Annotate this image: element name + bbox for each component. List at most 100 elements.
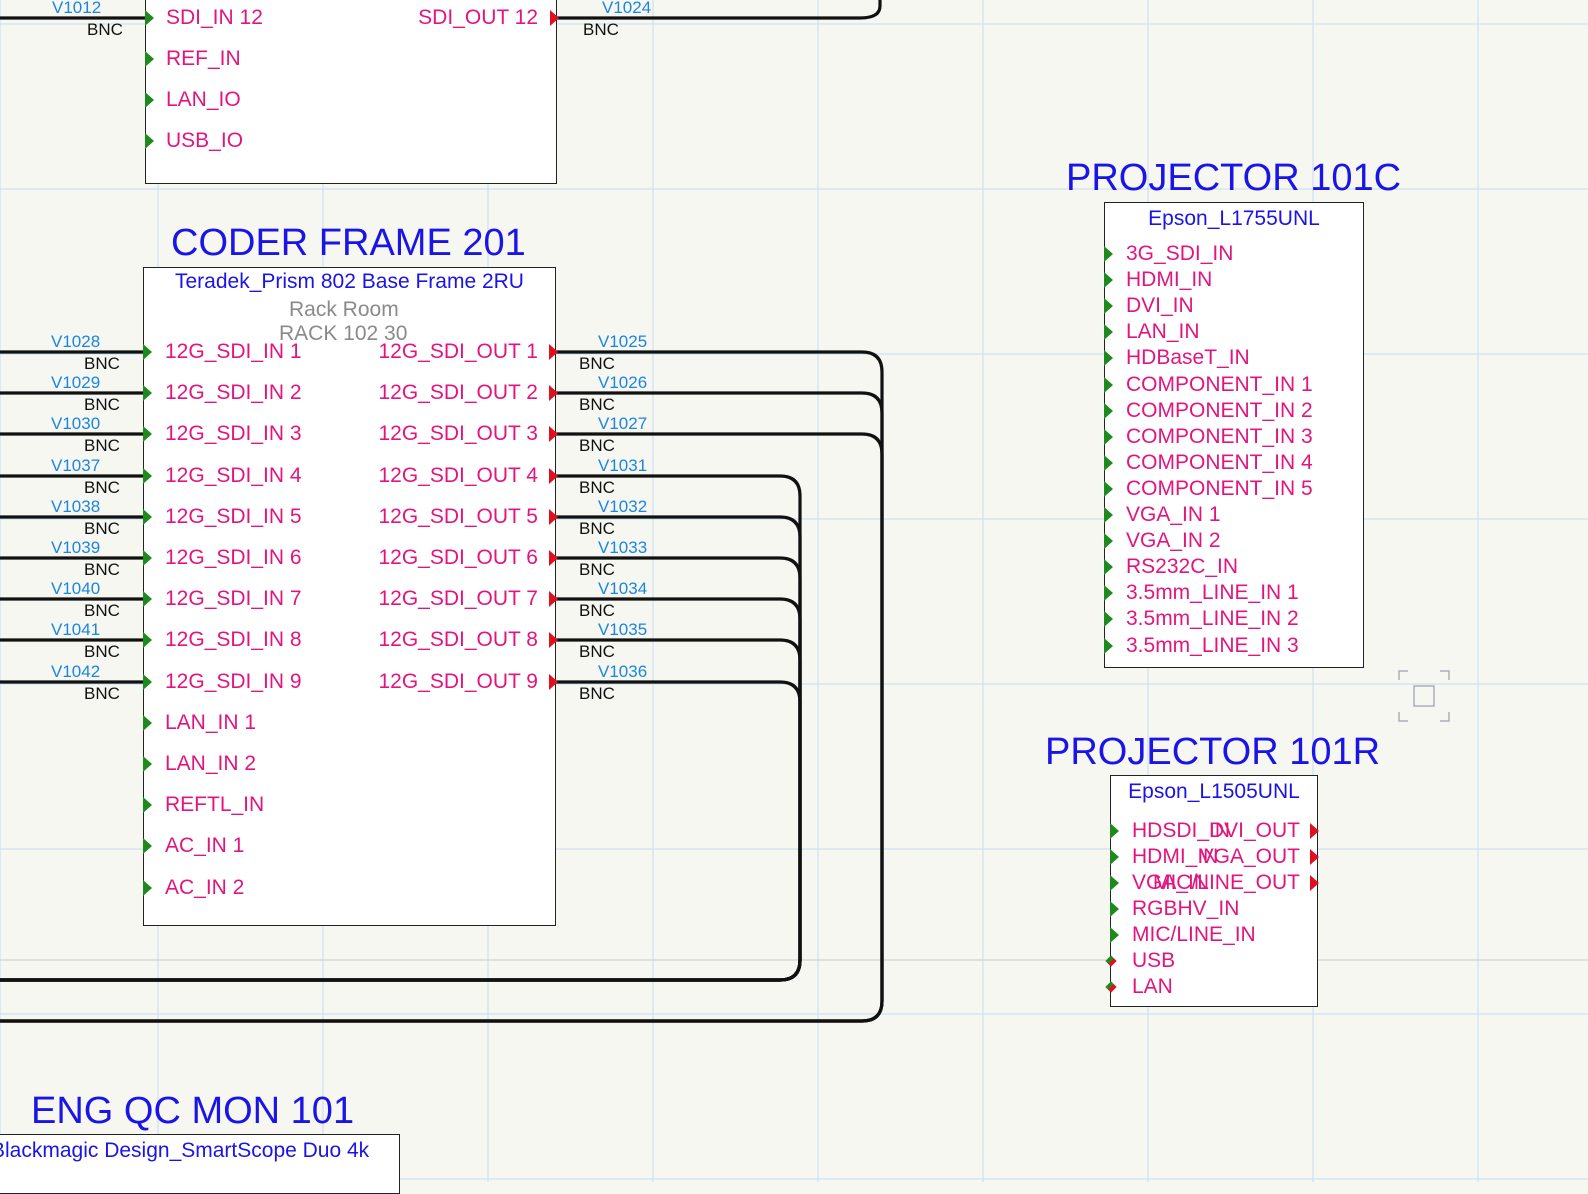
- input-port-arrow[interactable]: [1104, 246, 1113, 262]
- input-port-arrow[interactable]: [1110, 875, 1119, 891]
- input-port-label: 3.5mm_LINE_IN 1: [1126, 581, 1299, 604]
- input-port-arrow[interactable]: [1104, 638, 1113, 654]
- output-port-arrow[interactable]: [549, 344, 558, 360]
- input-port-label: 12G_SDI_IN 3: [165, 422, 302, 445]
- wire-id-label: V1034: [598, 579, 648, 598]
- output-port-arrow[interactable]: [549, 468, 558, 484]
- output-port-arrow[interactable]: [1310, 875, 1319, 891]
- eng-qc-mon-model: Blackmagic Design_SmartScope Duo 4k: [0, 1139, 370, 1162]
- wire[interactable]: [0, 680, 802, 982]
- connector-label: BNC: [579, 478, 615, 497]
- input-port-arrow[interactable]: [1104, 403, 1113, 419]
- input-port-label: 3.5mm_LINE_IN 2: [1126, 607, 1299, 630]
- eng-qc-mon-block[interactable]: Blackmagic Design_SmartScope Duo 4k: [0, 1134, 400, 1194]
- input-port-label: HDBaseT_IN: [1126, 346, 1250, 369]
- output-port-arrow[interactable]: [1310, 849, 1319, 865]
- output-port-arrow[interactable]: [549, 674, 558, 690]
- input-port-arrow[interactable]: [143, 591, 152, 607]
- input-port-arrow[interactable]: [1104, 298, 1113, 314]
- wire-id-label: V1037: [51, 456, 101, 475]
- coder-frame-title: CODER FRAME 201: [171, 222, 526, 264]
- input-port-arrow[interactable]: [143, 838, 152, 854]
- wire[interactable]: [557, 0, 882, 20]
- projector-101c-title: PROJECTOR 101C: [1066, 157, 1402, 199]
- input-port-arrow[interactable]: [143, 797, 152, 813]
- wire-id-label: V1040: [51, 579, 101, 598]
- input-port-label: REFTL_IN: [165, 793, 265, 816]
- wire-id-label: V1033: [598, 538, 648, 557]
- input-port-arrow[interactable]: [1104, 559, 1113, 575]
- input-port-label: 12G_SDI_IN 5: [165, 505, 302, 528]
- input-port-arrow[interactable]: [1104, 350, 1113, 366]
- input-port-arrow[interactable]: [1104, 507, 1113, 523]
- input-port-label: 12G_SDI_IN 7: [165, 587, 302, 610]
- output-port-arrow[interactable]: [549, 509, 558, 525]
- input-port-label: LAN_IN: [1126, 320, 1200, 343]
- output-port-label: 12G_SDI_OUT 6: [378, 546, 538, 569]
- connector-label: BNC: [87, 20, 123, 39]
- input-port-label: SDI_IN 12: [166, 6, 263, 29]
- output-port-arrow[interactable]: [549, 632, 558, 648]
- input-port-arrow[interactable]: [1110, 901, 1119, 917]
- input-port-arrow[interactable]: [143, 344, 152, 360]
- input-port-arrow[interactable]: [1104, 611, 1113, 627]
- input-port-arrow[interactable]: [1104, 455, 1113, 471]
- selection-frame-icon[interactable]: [1398, 670, 1450, 722]
- input-port-arrow[interactable]: [1104, 429, 1113, 445]
- coder-frame-block[interactable]: Teradek_Prism 802 Base Frame 2RU: [143, 267, 556, 926]
- input-port-label: COMPONENT_IN 3: [1126, 425, 1313, 448]
- input-port-label: AC_IN 1: [165, 834, 245, 857]
- input-port-arrow[interactable]: [1104, 481, 1113, 497]
- output-port-arrow[interactable]: [549, 426, 558, 442]
- output-port-arrow[interactable]: [1310, 823, 1319, 839]
- input-port-arrow[interactable]: [143, 550, 152, 566]
- input-port-arrow[interactable]: [145, 92, 154, 108]
- projector-101r-block[interactable]: Epson_L1505UNL: [1110, 775, 1318, 1007]
- output-port-arrow[interactable]: [549, 591, 558, 607]
- input-port-arrow[interactable]: [143, 632, 152, 648]
- input-port-arrow[interactable]: [1104, 324, 1113, 340]
- wire-id-label: V1026: [598, 373, 648, 392]
- input-port-arrow[interactable]: [1104, 585, 1113, 601]
- top-device-block[interactable]: [145, 0, 557, 184]
- input-port-label: COMPONENT_IN 2: [1126, 399, 1313, 422]
- input-port-label: COMPONENT_IN 1: [1126, 373, 1313, 396]
- input-port-arrow[interactable]: [143, 756, 152, 772]
- connector-label: BNC: [583, 20, 619, 39]
- input-port-arrow[interactable]: [145, 133, 154, 149]
- input-port-arrow[interactable]: [145, 51, 154, 67]
- input-port-arrow[interactable]: [143, 385, 152, 401]
- input-port-arrow[interactable]: [1110, 927, 1119, 943]
- input-port-arrow[interactable]: [1110, 849, 1119, 865]
- input-port-arrow[interactable]: [145, 10, 154, 26]
- wire-id-label: V1012: [52, 0, 102, 17]
- input-port-label: MIC/LINE_IN: [1132, 923, 1256, 946]
- wire-id-label: V1042: [51, 662, 101, 681]
- input-port-label: 12G_SDI_IN 6: [165, 546, 302, 569]
- output-port-label: 12G_SDI_OUT 9: [378, 670, 538, 693]
- output-port-arrow[interactable]: [550, 10, 559, 26]
- projector-101r-model: Epson_L1505UNL: [1128, 780, 1300, 803]
- input-port-arrow[interactable]: [143, 426, 152, 442]
- input-port-label: 12G_SDI_IN 1: [165, 340, 302, 363]
- input-port-arrow[interactable]: [1104, 533, 1113, 549]
- input-port-arrow[interactable]: [143, 715, 152, 731]
- connector-label: BNC: [84, 684, 120, 703]
- input-port-arrow[interactable]: [143, 674, 152, 690]
- connector-label: BNC: [579, 354, 615, 373]
- input-port-arrow[interactable]: [143, 880, 152, 896]
- input-port-arrow[interactable]: [143, 468, 152, 484]
- wire[interactable]: [0, 432, 884, 1023]
- output-port-arrow[interactable]: [549, 385, 558, 401]
- input-port-label: REF_IN: [166, 47, 241, 70]
- input-port-arrow[interactable]: [1110, 823, 1119, 839]
- input-port-arrow[interactable]: [143, 509, 152, 525]
- input-port-arrow[interactable]: [1104, 272, 1113, 288]
- connector-label: BNC: [84, 519, 120, 538]
- projector-101c-block[interactable]: Epson_L1755UNL: [1104, 202, 1364, 668]
- input-port-arrow[interactable]: [1104, 377, 1113, 393]
- output-port-arrow[interactable]: [549, 550, 558, 566]
- wire-id-label: V1041: [51, 620, 101, 639]
- connector-label: BNC: [579, 601, 615, 620]
